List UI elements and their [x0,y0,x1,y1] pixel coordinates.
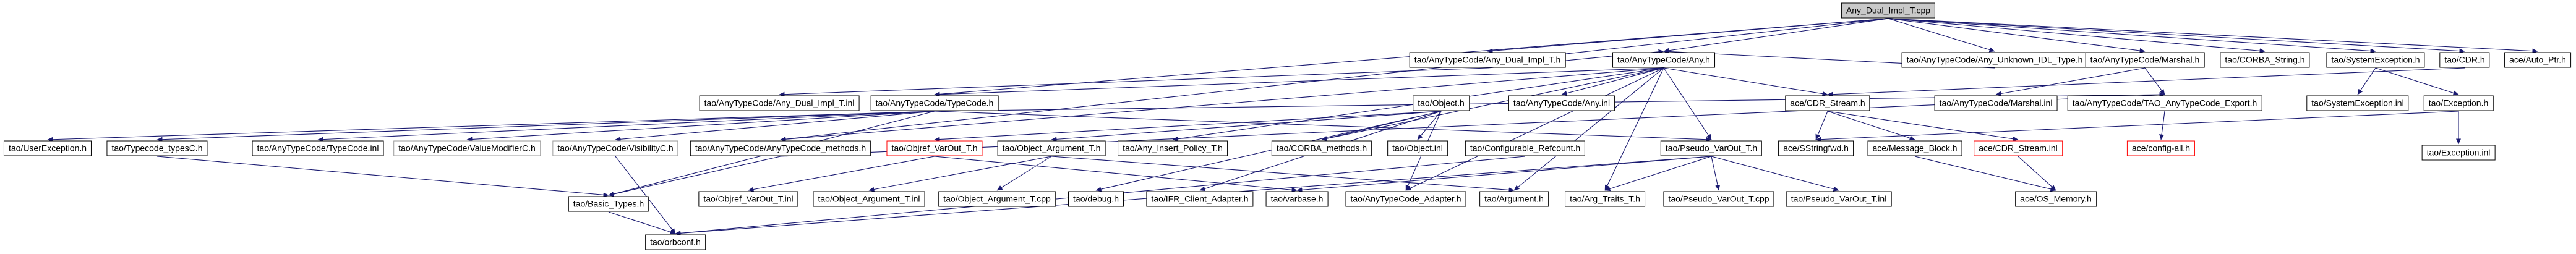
graph-node-tao-argument-h[interactable]: tao/Argument.h [1479,191,1549,207]
graph-node-tao-corba-methods-h[interactable]: tao/CORBA_methods.h [1271,140,1372,156]
graph-node-tao-userexception-h[interactable]: tao/UserException.h [3,140,92,156]
graph-node-tao-objref-varout-t-h[interactable]: tao/Objref_VarOut_T.h [886,140,983,156]
graph-node-tao-pseudo-varout-t-inl[interactable]: tao/Pseudo_VarOut_T.inl [1786,191,1892,207]
graph-node-tao-object-h[interactable]: tao/Object.h [1413,95,1470,111]
graph-node-tao-debug-h[interactable]: tao/debug.h [1068,191,1124,207]
graph-node-tao-corba-string-h[interactable]: tao/CORBA_String.h [2220,52,2310,68]
graph-node-tao-exception-h[interactable]: tao/Exception.h [2423,95,2494,111]
graph-node-tao-systemexception-inl[interactable]: tao/SystemException.inl [2306,95,2409,111]
graph-node-tao-anytypecode-visibilityc-h[interactable]: tao/AnyTypeCode/VisibilityC.h [552,140,678,156]
graph-node-tao-anytypecode-any-h[interactable]: tao/AnyTypeCode/Any.h [1612,52,1715,68]
graph-node-tao-anytypecode-any-dual-impl-t-h[interactable]: tao/AnyTypeCode/Any_Dual_Impl_T.h [1409,52,1566,68]
graph-node-tao-pseudo-varout-t-cpp[interactable]: tao/Pseudo_VarOut_T.cpp [1663,191,1774,207]
graph-root-node[interactable]: Any_Dual_Impl_T.cpp [1841,2,1936,19]
graph-node-tao-basic-types-h[interactable]: tao/Basic_Types.h [568,196,649,212]
graph-node-tao-any-insert-policy-t-h[interactable]: tao/Any_Insert_Policy_T.h [1118,140,1228,156]
graph-node-tao-configurable-refcount-h[interactable]: tao/Configurable_Refcount.h [1465,140,1586,156]
graph-node-ace-os-memory-h[interactable]: ace/OS_Memory.h [2015,191,2097,207]
graph-node-tao-arg-traits-t-h[interactable]: tao/Arg_Traits_T.h [1565,191,1645,207]
graph-node-tao-typecode-typesc-h[interactable]: tao/Typecode_typesC.h [106,140,208,156]
graph-node-tao-object-argument-t-inl[interactable]: tao/Object_Argument_T.inl [813,191,925,207]
graph-node-tao-anytypecode-adapter-h[interactable]: tao/AnyTypeCode_Adapter.h [1345,191,1466,207]
graph-node-ace-config-all-h[interactable]: ace/config-all.h [2126,140,2196,156]
graph-node-ace-cdr-stream-inl[interactable]: ace/CDR_Stream.inl [1974,140,2063,156]
graph-node-tao-anytypecode-anytypecode-methods-h[interactable]: tao/AnyTypeCode/AnyTypeCode_methods.h [690,140,871,156]
graph-node-tao-anytypecode-typecode-h[interactable]: tao/AnyTypeCode/TypeCode.h [870,95,999,111]
graph-node-tao-systemexception-h[interactable]: tao/SystemException.h [2326,52,2425,68]
graph-node-tao-anytypecode-any-dual-impl-t-inl[interactable]: tao/AnyTypeCode/Any_Dual_Impl_T.inl [699,95,860,111]
graph-node-tao-anytypecode-tao-anytypecode-export-h[interactable]: tao/AnyTypeCode/TAO_AnyTypeCode_Export.h [2067,95,2262,111]
graph-node-tao-ifr-client-adapter-h[interactable]: tao/IFR_Client_Adapter.h [1146,191,1254,207]
graph-node-tao-anytypecode-any-inl[interactable]: tao/AnyTypeCode/Any.inl [1508,95,1615,111]
graph-node-tao-cdr-h[interactable]: tao/CDR.h [2439,52,2490,68]
graph-node-tao-anytypecode-any-unknown-idl-type-h[interactable]: tao/AnyTypeCode/Any_Unknown_IDL_Type.h [1901,52,2088,68]
graph-node-tao-varbase-h[interactable]: tao/varbase.h [1265,191,1329,207]
graph-node-tao-object-inl[interactable]: tao/Object.inl [1387,140,1448,156]
graph-node-ace-auto-ptr-h[interactable]: ace/Auto_Ptr.h [2504,52,2571,68]
graph-node-tao-exception-inl[interactable]: tao/Exception.inl [2421,145,2496,161]
graph-node-tao-anytypecode-marshal-h[interactable]: tao/AnyTypeCode/Marshal.h [2085,52,2205,68]
graph-node-ace-sstringfwd-h[interactable]: ace/SStringfwd.h [1778,140,1854,156]
graph-node-tao-object-argument-t-h[interactable]: tao/Object_Argument_T.h [997,140,1106,156]
graph-node-tao-anytypecode-valuemodifierc-h[interactable]: tao/AnyTypeCode/ValueModifierC.h [393,140,541,156]
graph-node-tao-orbconf-h[interactable]: tao/orbconf.h [645,234,706,250]
graph-node-ace-message-block-h[interactable]: ace/Message_Block.h [1867,140,1962,156]
graph-node-tao-anytypecode-marshal-inl[interactable]: tao/AnyTypeCode/Marshal.inl [1934,95,2058,111]
graph-node-tao-anytypecode-typecode-inl[interactable]: tao/AnyTypeCode/TypeCode.inl [252,140,384,156]
graph-node-tao-pseudo-varout-t-h[interactable]: tao/Pseudo_VarOut_T.h [1660,140,1763,156]
graph-node-ace-cdr-stream-h[interactable]: ace/CDR_Stream.h [1785,95,1870,111]
graph-node-tao-object-argument-t-cpp[interactable]: tao/Object_Argument_T.cpp [938,191,1056,207]
graph-node-tao-objref-varout-t-inl[interactable]: tao/Objref_VarOut_T.inl [698,191,798,207]
